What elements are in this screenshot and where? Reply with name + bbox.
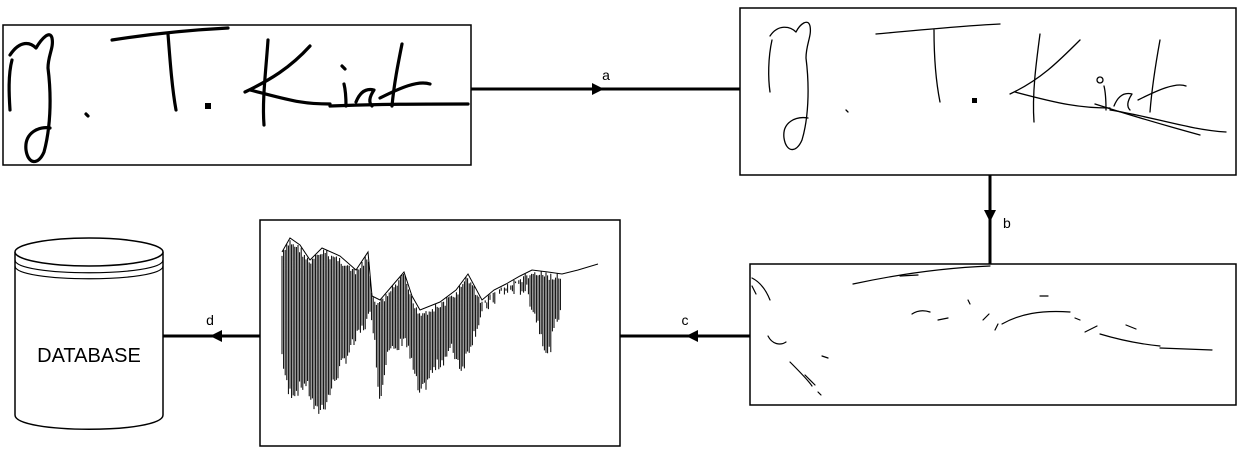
database-cylinder-rim-2 [14,265,164,280]
edge-a: a [471,67,740,95]
edge-d-arrowhead [210,330,222,342]
feature-points-image [751,265,1213,396]
database-cylinder-body [14,252,164,430]
edge-c-label: c [682,312,689,328]
edge-b-label: b [1003,215,1011,231]
database-cylinder-top [14,237,164,267]
original-signature-image [7,26,470,164]
edge-c: c [620,312,750,342]
edge-a-label: a [602,67,610,83]
edge-b-arrowhead [984,210,996,222]
edge-b: b [984,175,1011,264]
database-cylinder-rim-1 [14,259,164,274]
waveform-envelope [281,237,599,311]
thinned-signature-node [739,7,1237,176]
feature-vector-node [259,219,621,447]
waveform-strokes [281,240,561,414]
feature-points-node [749,263,1237,406]
edge-a-arrowhead [592,83,604,95]
database-node: DATABASE [14,237,164,430]
feature-points-frame [749,263,1237,406]
thinned-signature-image [768,21,1227,151]
original-signature-node [2,24,472,166]
thinned-signature-frame [739,7,1237,176]
edge-c-arrowhead [686,330,698,342]
edge-d: d [163,312,260,342]
database-label: DATABASE [37,345,141,367]
feature-vector-image [281,237,599,414]
edge-d-label: d [206,312,214,328]
